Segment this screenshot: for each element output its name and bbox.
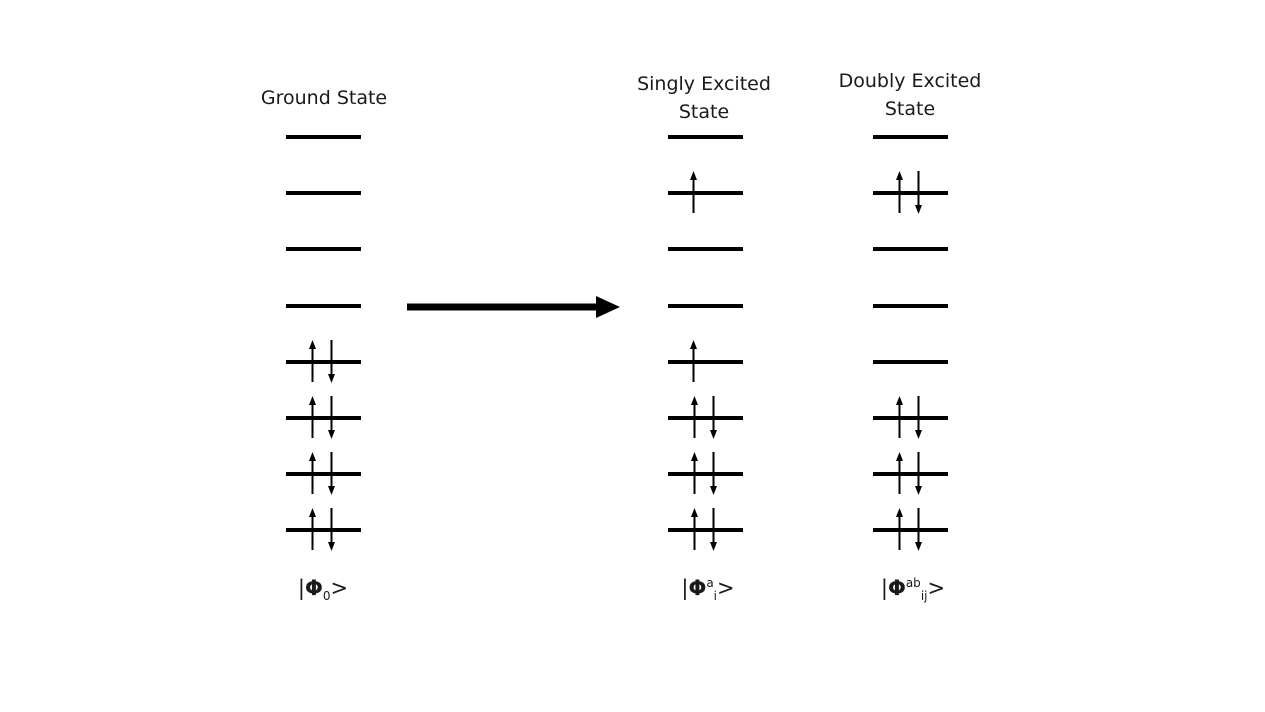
orbital-level [286,340,361,383]
excitation-arrow [407,296,620,318]
spin-up-arrow [691,508,698,550]
orbital-level [668,171,743,213]
spin-up-arrow [896,452,903,494]
spin-down-arrow [710,508,717,551]
orbital-level [668,452,743,495]
orbital-level [286,452,361,495]
orbital-level [668,396,743,439]
singly-excited-title-line2: State [678,101,730,123]
spin-up-arrow [309,340,316,382]
spin-up-arrow [690,340,697,382]
singly-excited-title: Singly Excited State [604,70,804,126]
spin-down-arrow [328,508,335,551]
orbital-level [873,396,948,439]
doubly-excited-title-line1: Doubly Excited [838,70,982,92]
singly-excited-title-line1: Singly Excited [637,73,771,95]
spin-down-arrow [915,396,922,439]
orbital-level [873,508,948,551]
orbital-level [286,508,361,551]
spin-up-arrow [691,452,698,494]
spin-down-arrow [328,452,335,495]
spin-up-arrow [309,396,316,438]
orbital-level [873,171,948,214]
singly-excited-ket: |Φai> [681,576,735,604]
doubly-excited-levels [873,135,948,551]
spin-up-arrow [896,508,903,550]
spin-down-arrow [328,396,335,439]
spin-down-arrow [328,340,335,383]
spin-down-arrow [915,452,922,495]
orbital-level [668,340,743,382]
singly-excited-levels [668,135,743,551]
doubly-excited-title: Doubly Excited State [810,67,1010,123]
ground-state-title: Ground State [260,87,388,109]
doubly-excited-ket: |Φabij> [880,576,946,604]
spin-up-arrow [691,396,698,438]
spin-up-arrow [896,396,903,438]
spin-up-arrow [690,171,697,213]
spin-down-arrow [915,508,922,551]
orbital-level [873,452,948,495]
spin-up-arrow [309,508,316,550]
orbital-level [668,508,743,551]
orbital-level [286,396,361,439]
spin-down-arrow [915,171,922,214]
spin-down-arrow [710,396,717,439]
ground-state-ket: |Φ0> [297,576,349,604]
spin-down-arrow [710,452,717,495]
ground-state-levels [286,135,361,551]
doubly-excited-title-line2: State [884,98,936,120]
spin-up-arrow [309,452,316,494]
spin-up-arrow [896,171,903,213]
